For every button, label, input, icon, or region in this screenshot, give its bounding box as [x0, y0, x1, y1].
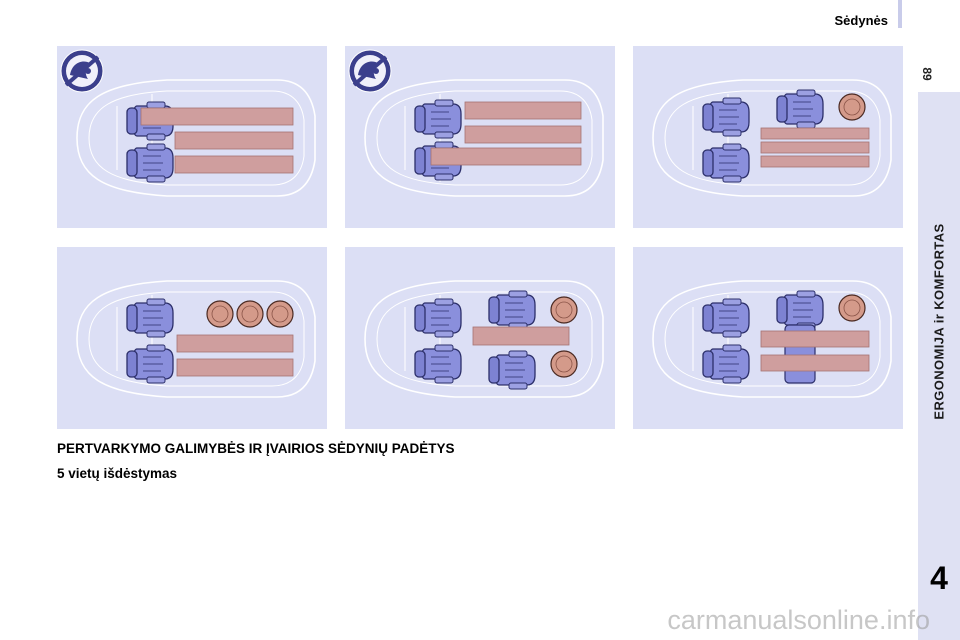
folded-seat-icon — [550, 296, 578, 324]
seat-configuration-diagram-2 — [345, 46, 615, 228]
rear-seat-icon — [776, 89, 824, 129]
chapter-label-wrap: ERGONOMIJA ir KOMFORTAS — [918, 92, 960, 550]
front-seat-icon — [126, 298, 174, 338]
front-seat-icon — [702, 298, 750, 338]
diagram-4-svg — [76, 280, 316, 398]
seat-configuration-diagram-4 — [57, 247, 327, 429]
seat-configuration-diagram-5 — [345, 247, 615, 429]
folded-seat-icon — [838, 93, 866, 121]
page-number: 89 — [920, 67, 934, 81]
folded-seat-icon — [266, 300, 294, 328]
diagram-1-svg — [59, 48, 316, 197]
diagram-3-svg — [652, 79, 892, 197]
front-seat-icon — [414, 99, 462, 139]
diagram-6-svg — [652, 280, 892, 398]
folded-seat-icon — [838, 294, 866, 322]
seat-configuration-diagram-6 — [633, 247, 903, 429]
front-seat-icon — [126, 143, 174, 183]
front-seat-icon — [414, 344, 462, 384]
front-seat-icon — [702, 344, 750, 384]
folded-seat-icon — [206, 300, 234, 328]
diagram-2-svg — [347, 48, 604, 197]
watermark: carmanualsonline.info — [667, 605, 930, 635]
front-seat-icon — [414, 298, 462, 338]
diagram-5-svg — [364, 280, 604, 398]
section-title: Sėdynės — [834, 13, 888, 28]
section-heading: PERTVARKYMO GALIMYBĖS IR ĮVAIRIOS SĖDYNI… — [57, 441, 455, 456]
front-seat-icon — [702, 97, 750, 137]
middle-seat-icon — [776, 290, 824, 330]
seat-configuration-diagram-1 — [57, 46, 327, 228]
seat-configuration-diagram-3 — [633, 46, 903, 228]
header-divider — [898, 0, 902, 28]
front-seat-icon — [702, 143, 750, 183]
chapter-label: ERGONOMIJA ir KOMFORTAS — [931, 222, 947, 420]
airbag-warning-icon — [59, 48, 105, 94]
chapter-sidebar — [918, 92, 960, 640]
front-seat-icon — [126, 344, 174, 384]
middle-seat-icon — [488, 290, 536, 330]
chapter-number: 4 — [930, 560, 948, 596]
section-subheading: 5 vietų išdėstymas — [57, 466, 178, 481]
middle-seat-icon — [488, 350, 536, 390]
airbag-warning-icon — [347, 48, 393, 94]
sidebar-stripe — [912, 92, 916, 640]
folded-seat-icon — [236, 300, 264, 328]
folded-seat-icon — [550, 350, 578, 378]
